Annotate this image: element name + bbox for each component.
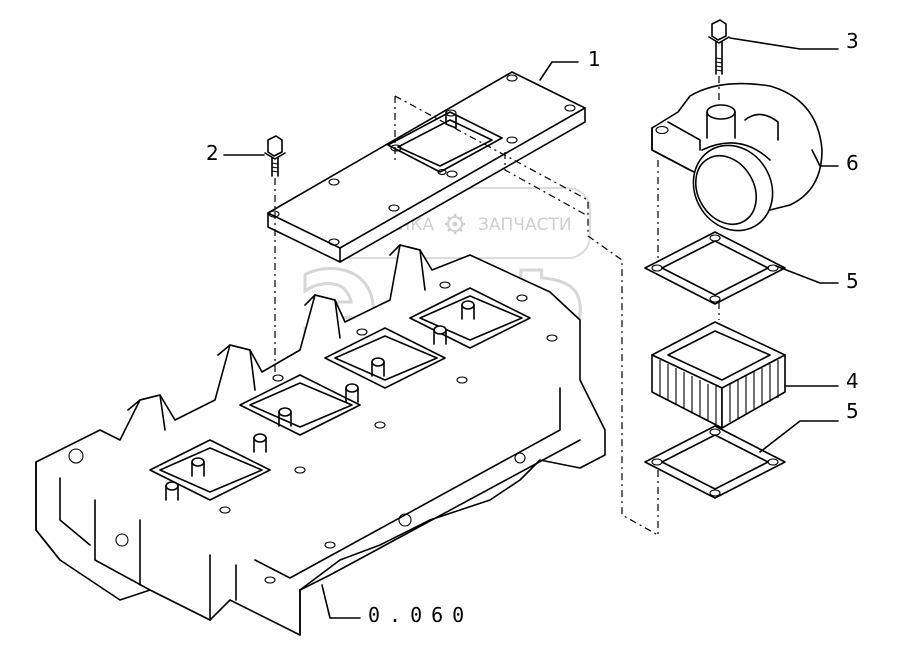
watermark-text-right: ЗАПЧАСТИ: [478, 215, 572, 235]
part-gasket-upper: [644, 231, 786, 305]
callout-1: 1: [588, 47, 601, 71]
part-gasket-lower: [644, 425, 786, 499]
callout-5-upper: 5: [846, 269, 859, 293]
callout-4: 4: [846, 369, 859, 393]
part-intake-elbow: [651, 82, 823, 232]
callout-3: 3: [846, 29, 859, 53]
leader-lines: [223, 37, 839, 619]
part-bolt-3: [708, 19, 730, 75]
assembly-guide-lines: [274, 76, 720, 536]
part-bolt-2: [264, 135, 286, 177]
callout-5-lower: 5: [846, 399, 859, 423]
callout-6: 6: [846, 151, 859, 175]
callout-2: 2: [206, 141, 219, 165]
reference-label: 0.060: [368, 603, 473, 627]
gear-icon: [445, 214, 465, 234]
part-cylinder-head: [35, 244, 606, 636]
part-spacer-block: [651, 321, 786, 429]
callout-labels: 1 2 3 4 5 5 6 0.060: [206, 29, 859, 627]
